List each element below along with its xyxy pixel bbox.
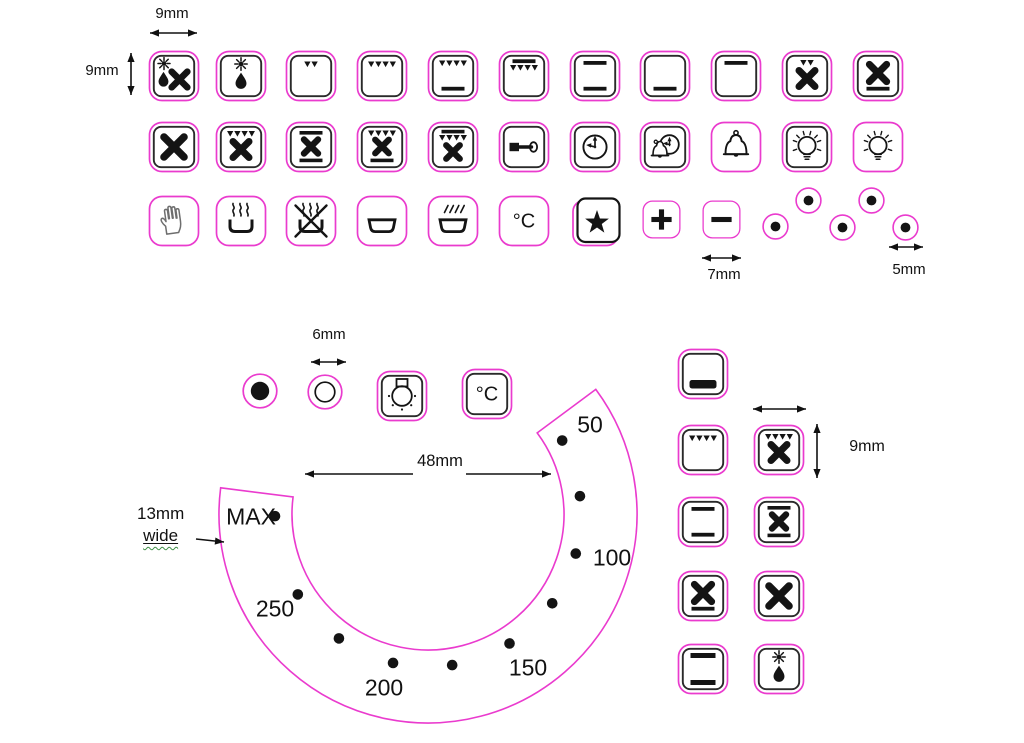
- indicator-dot-icon: [761, 212, 789, 245]
- dim-5mm: 5mm: [892, 261, 926, 278]
- dial-label-150: 150: [508, 654, 548, 681]
- dial-dot: [546, 597, 558, 609]
- dial-dot: [504, 638, 515, 649]
- indicator-dot-icon: [828, 213, 856, 246]
- minus-icon: [702, 200, 741, 244]
- fan-icon: [753, 570, 805, 627]
- celsius-icon: °C: [498, 195, 550, 252]
- lamp-framed-icon: [781, 121, 833, 178]
- defrost-icon: [215, 50, 267, 107]
- indicator-dot-icon: [891, 213, 919, 246]
- dial-label-100: 100: [592, 544, 632, 571]
- dim-9mm-left: 9mm: [85, 62, 119, 79]
- svg-text:°C: °C: [476, 384, 498, 406]
- dial-label-200: 200: [364, 674, 404, 701]
- grill-fan-bottom-icon: [356, 121, 408, 178]
- grill-fan-icon: [753, 424, 805, 481]
- auto-defrost-fan-icon: [148, 50, 200, 107]
- plus-icon: [642, 200, 681, 244]
- star-icon: [571, 195, 623, 252]
- conventional-oven-icon: [677, 496, 729, 553]
- dial-dot: [570, 548, 582, 559]
- fan-conventional-icon: [285, 121, 337, 178]
- top-heat-grill-icon: [498, 50, 550, 107]
- dial-dot: [333, 633, 345, 644]
- dial-dot: [446, 659, 458, 671]
- dial-dot: [387, 657, 399, 669]
- dim-6mm: 6mm: [312, 326, 346, 343]
- conventional-bold-icon: [677, 643, 729, 700]
- lamp-icon: [852, 121, 904, 178]
- celsius-framed-icon: °C: [461, 368, 513, 425]
- keep-warm-icon: [215, 195, 267, 252]
- key-lock-icon: [498, 121, 550, 178]
- indicator-dot-icon: [857, 186, 885, 219]
- half-grill-icon: [285, 50, 337, 107]
- dim-7mm: 7mm: [707, 266, 741, 283]
- dim-9mm-top: 9mm: [155, 5, 189, 22]
- top-heat-icon: [710, 50, 762, 107]
- half-grill-fan-icon: [781, 50, 833, 107]
- no-keep-warm-icon: [285, 195, 337, 252]
- bottom-heat-bold-icon: [677, 348, 729, 405]
- dial-dot: [292, 589, 304, 600]
- bell-icon: [710, 121, 762, 178]
- fan-bottom-heat-icon: [677, 570, 729, 627]
- indicator-dot-icon: [794, 186, 822, 219]
- dial-dot: [574, 490, 586, 502]
- dish-icon: [356, 195, 408, 252]
- dial-dot: [556, 435, 568, 446]
- full-grill-icon: [677, 424, 729, 481]
- dial-label-250: 250: [255, 595, 295, 622]
- timer-clock-icon: [569, 121, 621, 178]
- indicator-dot-open-icon: [307, 374, 343, 415]
- dim-9mm-right: 9mm: [849, 438, 885, 455]
- dial-dot: [269, 510, 281, 522]
- defrost-icon: [753, 643, 805, 700]
- fan-bottom-heat-icon: [852, 50, 904, 107]
- conventional-oven-icon: [569, 50, 621, 107]
- dial-label-max: MAX: [226, 503, 276, 530]
- full-grill-icon: [356, 50, 408, 107]
- grill-bottom-heat-icon: [427, 50, 479, 107]
- indicator-dot-filled-icon: [242, 373, 278, 414]
- grill-fan-icon: [215, 121, 267, 178]
- alarm-timer-icon: [639, 121, 691, 178]
- top-grill-fan-icon: [427, 121, 479, 178]
- bottom-heat-icon: [639, 50, 691, 107]
- dim-48mm: 48mm: [417, 452, 463, 470]
- hand-icon: [148, 195, 200, 252]
- fan-icon: [148, 121, 200, 178]
- dial-label-50: 50: [577, 411, 603, 438]
- dish-heat-icon: [427, 195, 479, 252]
- lamp-cap-icon: [376, 370, 428, 427]
- svg-text:°C: °C: [513, 211, 535, 233]
- fan-conventional-icon: [753, 496, 805, 553]
